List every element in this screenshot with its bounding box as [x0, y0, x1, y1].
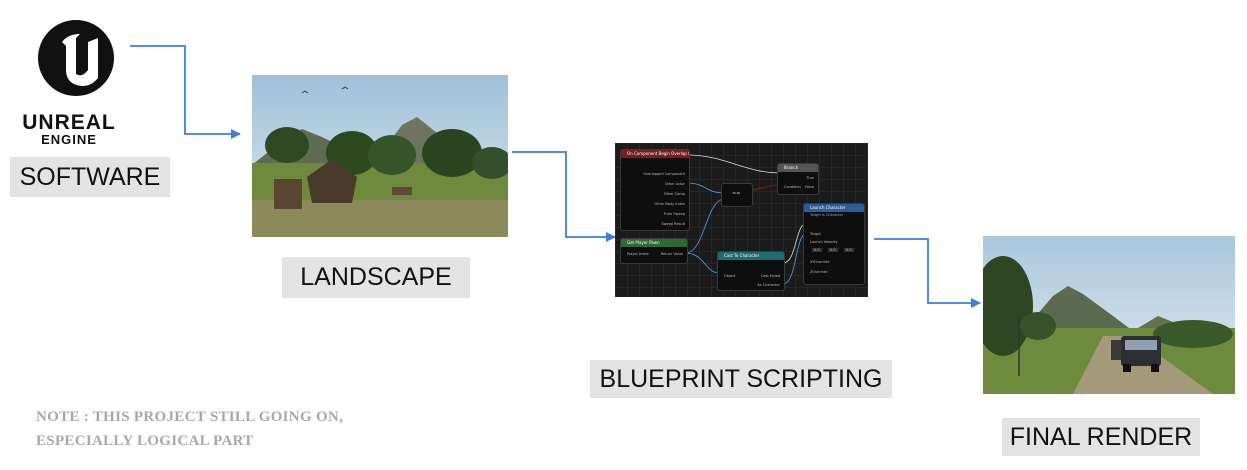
arrow-landscape-to-blueprint — [512, 151, 616, 242]
node-launch-character: Launch Character Target is Character Tar… — [803, 203, 865, 285]
note-line2: ESPECIALLY LOGICAL PART — [36, 433, 254, 449]
pin-other-body-index: Other Body Index — [654, 202, 685, 206]
node-get-player-pawn: Get Player Pawn Player Index Return Valu… — [620, 238, 688, 264]
launch-subtitle: Target is Character — [810, 213, 844, 217]
pin-cast-failed: Cast Failed — [760, 274, 780, 278]
node-cast-title: Cast To Character — [718, 252, 784, 260]
blueprint-graph-image: On Component Begin Overlap (Box) Overlap… — [615, 143, 868, 297]
arrow-blueprint-to-render — [874, 238, 981, 308]
pin-object: Object — [724, 274, 736, 278]
pin-xy-override: XYOverride — [810, 260, 830, 264]
unreal-engine-logo-icon — [38, 20, 114, 96]
logo-line1: UNREAL — [22, 111, 116, 134]
node-component-overlap: On Component Begin Overlap (Box) Overlap… — [620, 149, 690, 231]
note-line1: NOTE : THIS PROJECT STILL GOING ON, — [36, 409, 344, 425]
pin-true: True — [806, 176, 814, 180]
launch-velocity-y: 0.0 — [828, 248, 838, 252]
landscape-image — [252, 75, 508, 237]
pin-target: Target — [810, 232, 821, 236]
node-branch-title: Branch — [778, 164, 818, 172]
pin-as-character: As Character — [757, 283, 780, 287]
node-player-pawn-title: Get Player Pawn — [621, 239, 687, 247]
node-branch: Branch Condition True False — [777, 163, 819, 195]
label-software: SOFTWARE — [10, 157, 170, 197]
pin-other-actor: Other Actor — [664, 182, 685, 186]
launch-velocity-x: 0.0 — [812, 248, 822, 252]
unreal-logo: UNREAL ENGINE — [10, 12, 134, 152]
final-render-image — [983, 236, 1235, 394]
pin-from-sweep: From Sweep — [663, 212, 685, 216]
node-launch-title: Launch Character — [804, 204, 864, 212]
arrow-software-to-landscape — [130, 45, 241, 139]
node-overlap-title: On Component Begin Overlap (Box) — [621, 150, 689, 158]
label-blueprint: BLUEPRINT SCRIPTING — [590, 360, 892, 398]
pin-overlapped-component: Overlapped Component — [643, 172, 685, 176]
label-landscape: LANDSCAPE — [282, 257, 470, 298]
pin-player-index: Player Index — [627, 252, 649, 256]
equal-label: == — [732, 191, 741, 197]
launch-velocity-z: 0.0 — [844, 248, 854, 252]
label-final-render: FINAL RENDER — [1002, 418, 1200, 456]
logo-line2: ENGINE — [41, 132, 97, 147]
pin-false: False — [805, 185, 814, 189]
pin-z-override: ZOverride — [810, 270, 828, 274]
project-note: NOTE : THIS PROJECT STILL GOING ON, ESPE… — [36, 405, 436, 453]
pin-other-comp: Other Comp — [663, 192, 685, 196]
pin-return-value: Return Value — [660, 252, 683, 256]
pin-sweep-result: Sweep Result — [661, 222, 685, 226]
node-cast-to-character: Cast To Character Object Cast Failed As … — [717, 251, 785, 291]
pin-launch-velocity: Launch Velocity — [810, 240, 838, 244]
pin-condition: Condition — [784, 185, 801, 189]
node-equal: == — [721, 183, 753, 207]
